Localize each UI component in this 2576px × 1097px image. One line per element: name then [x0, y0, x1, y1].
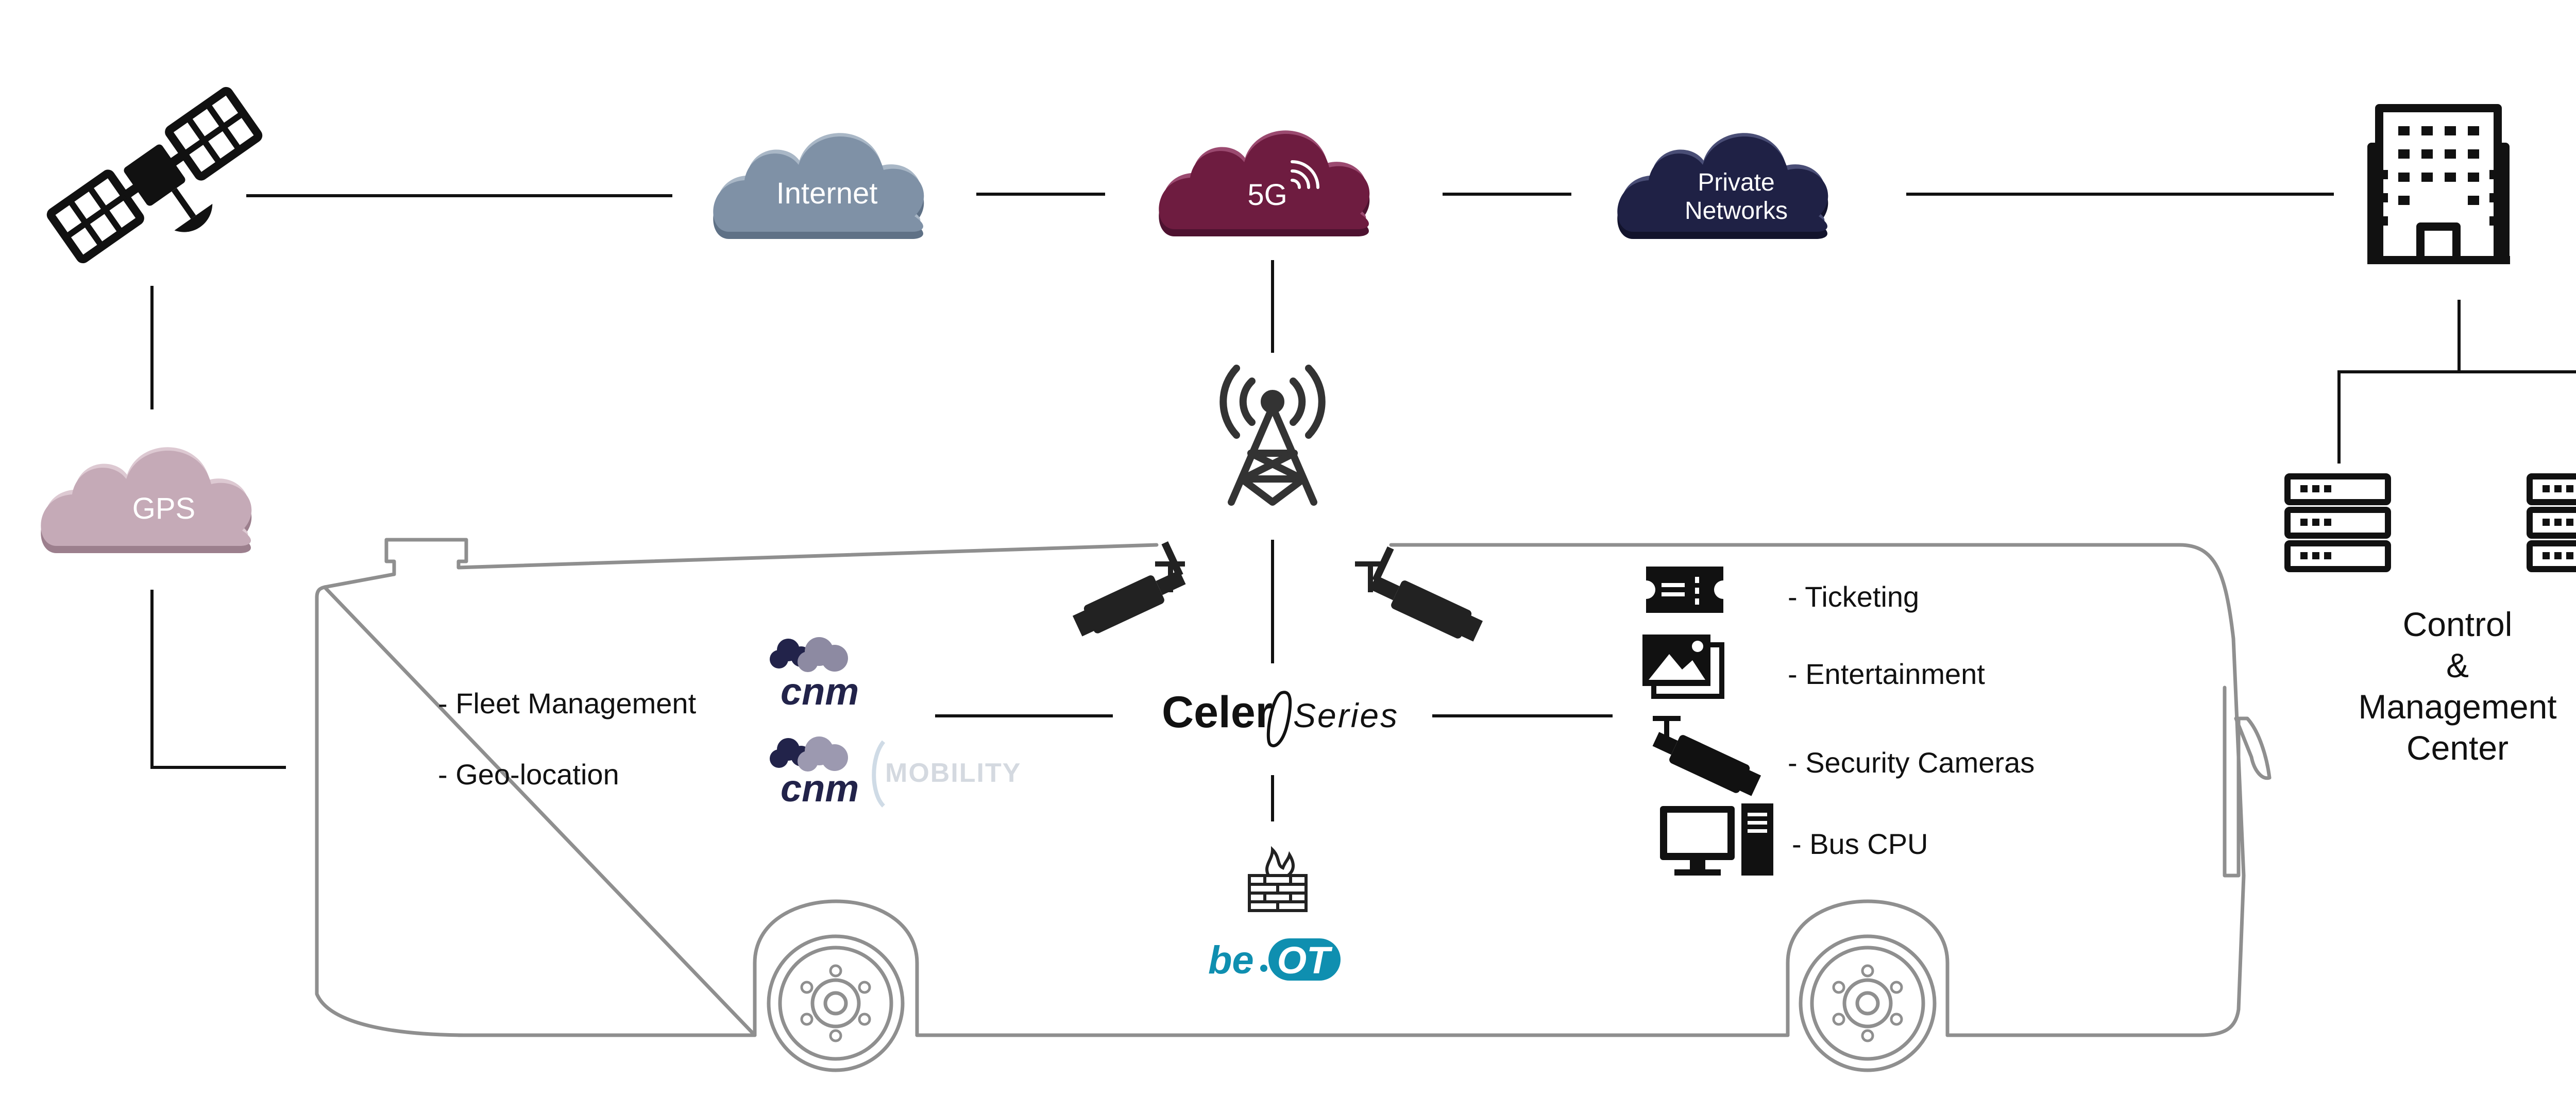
- gallery-icon: [1642, 635, 1724, 699]
- cell-tower-icon: [1219, 365, 1326, 506]
- bus-wheel-rear: [753, 899, 919, 1072]
- celer-logo-mark: [1266, 691, 1292, 747]
- server-icon-left: [2284, 473, 2391, 572]
- 5g-cloud: 5G: [1159, 130, 1370, 236]
- 5g-label: 5G: [1247, 178, 1287, 212]
- internet-cloud: Internet: [713, 133, 924, 239]
- control-center-line-2: &: [2446, 646, 2469, 684]
- feature-entertainment: - Entertainment: [1788, 658, 1985, 690]
- services-feature-list: - Ticketing - Entertainment - Security C…: [1788, 580, 2035, 860]
- cnm-mobility-logo: cnm MOBILITY: [770, 736, 1021, 810]
- cnm-logo: cnm: [770, 637, 859, 713]
- line-building-servers: [2337, 370, 2459, 464]
- control-center-label: Control & Management Center: [2358, 605, 2556, 767]
- mobility-logo-text: MOBILITY: [885, 758, 1021, 788]
- feature-ticketing: - Ticketing: [1788, 580, 1919, 613]
- bus-outline: [315, 538, 2272, 1072]
- signal-icon: [1291, 160, 1319, 189]
- firewall-icon: [1248, 846, 1308, 912]
- fleet-feature-list: - Fleet Management - Geo-location: [438, 687, 697, 791]
- satellite-icon: [46, 87, 263, 264]
- beot-logo-be: be: [1208, 938, 1254, 982]
- private-networks-label-2: Networks: [1685, 197, 1788, 225]
- cnm-mobility-logo-text: cnm: [781, 767, 859, 810]
- control-center-line-4: Center: [2406, 729, 2509, 767]
- camera-icon-right: [1369, 546, 1483, 642]
- private-networks-label-1: Private: [1698, 169, 1774, 196]
- bus-front-mirror: [2223, 685, 2272, 878]
- control-center-line-1: Control: [2403, 605, 2513, 643]
- feature-bus-cpu: - Bus CPU: [1792, 828, 1928, 860]
- bus-body: [315, 538, 2246, 1037]
- computer-icon: [1660, 803, 1773, 876]
- gps-cloud: GPS: [41, 447, 252, 553]
- feature-fleet-management: - Fleet Management: [438, 687, 697, 719]
- bus-wheel-front: [1786, 899, 1950, 1072]
- series-logo-text: Series: [1293, 696, 1399, 734]
- beot-logo: be OT: [1208, 938, 1341, 982]
- gps-label: GPS: [132, 492, 196, 525]
- control-center-line-3: Management: [2358, 688, 2556, 726]
- feature-geo-location: - Geo-location: [438, 758, 619, 791]
- beot-logo-ot: OT: [1277, 939, 1333, 982]
- beot-logo-badge: [1268, 938, 1341, 981]
- security-camera-icon: [1652, 716, 1761, 796]
- feature-security-cameras: - Security Cameras: [1788, 746, 2035, 779]
- internet-label: Internet: [776, 177, 878, 210]
- camera-mount-right: [1355, 561, 1386, 592]
- celer-series-logo: Celer Series: [1162, 688, 1399, 747]
- private-networks-cloud: Private Networks: [1617, 133, 1828, 239]
- ticket-icon: [1646, 567, 1723, 613]
- mobility-logo-bracket: [872, 740, 886, 808]
- building-icon: [2367, 104, 2510, 264]
- line-gps-bus: [150, 590, 286, 769]
- camera-mount-left: [1155, 561, 1185, 592]
- celer-logo-text: Celer: [1162, 688, 1273, 737]
- cnm-logo-text: cnm: [781, 670, 859, 713]
- server-icon-right: [2527, 473, 2576, 572]
- connection-lines: [150, 193, 2576, 821]
- beot-logo-dot: [1260, 965, 1267, 972]
